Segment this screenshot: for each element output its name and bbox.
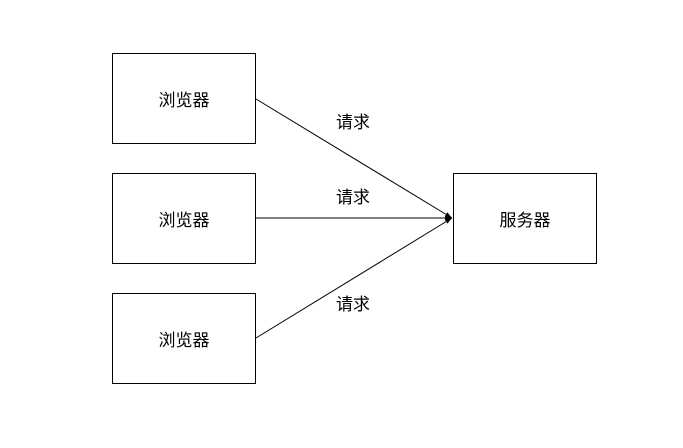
browser-node-2-label: 浏览器 [158,211,210,231]
browser-node-1-label: 浏览器 [158,91,210,111]
browser-node-3: 浏览器 [112,293,256,384]
connector-browser-3-to-server [255,217,453,339]
browser-node-2: 浏览器 [112,173,256,264]
edge-label-request-1: 请求 [336,113,370,133]
browser-node-3-label: 浏览器 [158,331,210,351]
server-node: 服务器 [453,173,597,264]
browser-node-1: 浏览器 [112,53,256,144]
connector-browser-1-to-server [255,98,453,219]
edge-label-request-2: 请求 [336,188,370,208]
edge-label-request-3: 请求 [336,295,370,315]
server-node-label: 服务器 [499,211,551,231]
